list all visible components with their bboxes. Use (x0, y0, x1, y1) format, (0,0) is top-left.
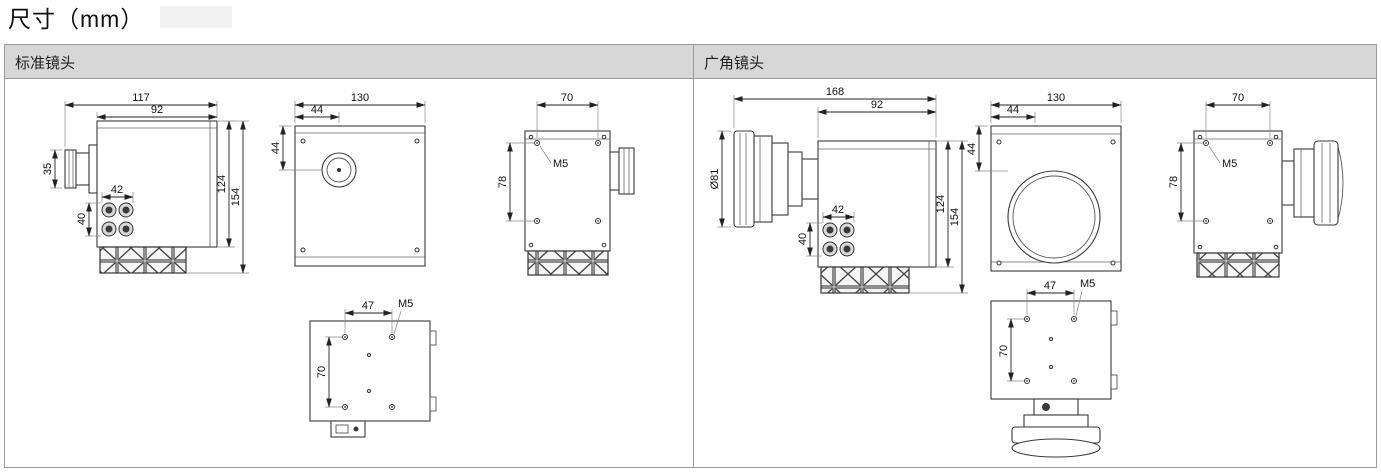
dimension-lines: 47 M5 70 (998, 278, 1095, 382)
heatsink (820, 266, 910, 294)
dimension-lines: 70 M5 78 (497, 92, 599, 222)
camera-body (96, 120, 218, 248)
dim-standard-connector-height: 40 (76, 213, 88, 225)
wide-lens-cell: 168 92 Ø81 42 (694, 79, 1376, 467)
ghost-highlight (160, 6, 232, 28)
dim-wide-bottom-hole-span-h: 70 (998, 345, 1010, 357)
table-header-row: 标准镜头 广角镜头 (5, 45, 1376, 79)
dim-standard-lens-center-x: 44 (311, 104, 323, 116)
page-title: 尺寸（mm） (8, 6, 145, 32)
dimension-lines: 130 44 44 (966, 92, 1122, 172)
dim-standard-lens-height: 35 (42, 163, 54, 175)
lens-barrel (1011, 398, 1101, 458)
standard-mount-side-view: 70 M5 78 (497, 92, 635, 276)
dim-wide-body-height: 124 (935, 195, 947, 213)
dimension-lines: 130 44 44 (270, 92, 426, 171)
dim-wide-total-width: 168 (826, 86, 844, 98)
mount-holes (1024, 316, 1077, 384)
lens-opening (1007, 170, 1101, 264)
dim-standard-body-height: 124 (216, 175, 228, 193)
dimension-lines: 70 M5 78 (1168, 92, 1271, 222)
standard-bottom-view: 47 M5 70 (309, 298, 437, 438)
standard-lens-header: 标准镜头 (5, 45, 694, 78)
dim-wide-lens-center-x: 44 (1007, 104, 1019, 116)
dim-standard-bottom-hole-span-h: 70 (316, 366, 328, 378)
dim-wide-connector-width: 42 (832, 204, 844, 216)
dim-wide-connector-height: 40 (797, 233, 809, 245)
dim-standard-body-width: 92 (151, 104, 163, 116)
dimensions-table: 标准镜头 广角镜头 (4, 44, 1377, 468)
dim-wide-lens-center-y: 44 (966, 143, 978, 155)
dimension-lines: 168 92 Ø81 42 (709, 86, 968, 294)
dim-standard-mount-hole-span-h: 78 (497, 176, 509, 188)
camera-body (817, 140, 937, 268)
wide-lens-header: 广角镜头 (704, 55, 765, 72)
dim-standard-front-width: 130 (351, 92, 369, 104)
mount-holes (342, 334, 395, 410)
standard-side-view: 117 92 35 42 (42, 92, 249, 274)
lens-barrel (733, 130, 819, 228)
lens-barrel (64, 144, 98, 194)
dim-standard-mount-hole-span-w: 70 (561, 92, 573, 104)
dim-standard-connector-width: 42 (111, 184, 123, 196)
dim-wide-total-height: 154 (949, 208, 961, 226)
standard-front-view: 130 44 44 (270, 92, 426, 267)
mount-holes (534, 140, 601, 224)
lens-barrel (609, 147, 635, 195)
standard-lens-drawing: 117 92 35 42 (42, 92, 635, 438)
wide-bottom-view: 47 M5 70 (990, 278, 1118, 458)
mount-holes (1203, 140, 1273, 224)
dimension-lines: 47 M5 70 (316, 298, 413, 408)
heatsink (99, 246, 187, 274)
dim-standard-total-height: 154 (230, 188, 242, 206)
lens-opening (321, 152, 357, 188)
connector-ports (101, 202, 134, 237)
dim-wide-lens-diameter: Ø81 (709, 169, 721, 190)
bottom-connector (330, 420, 366, 438)
standard-lens-cell: 117 92 35 42 (5, 79, 694, 467)
camera-body (524, 130, 611, 252)
dim-wide-front-width: 130 (1047, 92, 1065, 104)
dim-standard-bottom-thread: M5 (398, 298, 413, 310)
heatsink (527, 250, 609, 276)
dim-wide-body-width: 92 (871, 99, 883, 111)
connector-ports (822, 222, 855, 257)
dim-wide-bottom-thread: M5 (1080, 278, 1095, 290)
dim-standard-lens-center-y: 44 (270, 142, 282, 154)
wide-lens-drawing: 168 92 Ø81 42 (709, 86, 1344, 458)
camera-face (294, 125, 426, 267)
wide-front-view: 130 44 44 (966, 92, 1122, 272)
dim-wide-mount-hole-span-h: 78 (1168, 176, 1180, 188)
dim-standard-mount-thread: M5 (553, 158, 568, 170)
dim-wide-mount-hole-span-w: 70 (1232, 92, 1244, 104)
wide-mount-side-view: 70 M5 78 (1168, 92, 1344, 278)
heatsink (1196, 252, 1280, 278)
dimension-lines: 117 92 35 42 (42, 92, 249, 274)
dim-standard-bottom-hole-span-w: 47 (362, 300, 374, 312)
wide-side-view: 168 92 Ø81 42 (709, 86, 968, 294)
lens-barrel (1281, 140, 1344, 226)
table-body-row: 117 92 35 42 (5, 79, 1376, 467)
dim-wide-bottom-hole-span-w: 47 (1044, 280, 1056, 292)
dim-wide-mount-thread: M5 (1222, 158, 1237, 170)
camera-body (1193, 130, 1283, 254)
dim-standard-total-width: 117 (132, 92, 150, 104)
